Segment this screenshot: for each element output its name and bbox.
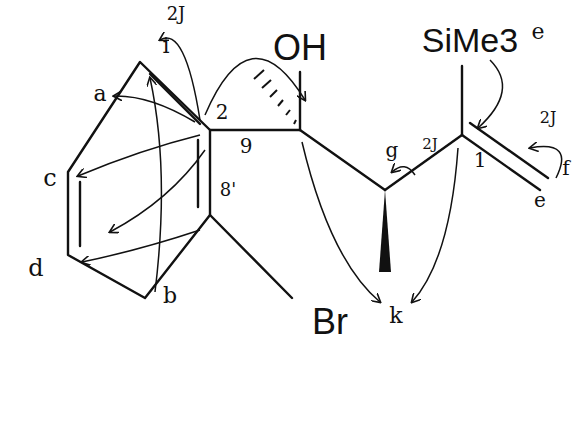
position-label: i: [162, 35, 169, 57]
position-label: 9: [240, 136, 253, 156]
position-label: d: [28, 256, 43, 280]
position-label: b: [163, 285, 177, 307]
position-label: 1: [474, 150, 487, 170]
wedge-bond: [379, 190, 391, 272]
position-label: g: [386, 140, 399, 160]
atom-group-label: OH: [273, 30, 327, 66]
position-label: 2J: [167, 5, 186, 23]
atom-group-label: Br: [312, 304, 348, 340]
correlation-arrows: [78, 38, 562, 302]
position-label: 2: [216, 102, 229, 122]
position-label: 2J: [422, 137, 438, 152]
bond-lines: [68, 62, 548, 298]
position-label: e: [534, 190, 546, 210]
position-label: a: [93, 83, 106, 105]
position-label: c: [43, 166, 56, 190]
position-label: k: [389, 305, 402, 327]
atom-group-label: SiMe3: [422, 23, 518, 57]
position-label: 2J: [540, 110, 557, 126]
position-label: 8': [220, 181, 236, 199]
position-label: f: [562, 158, 569, 178]
position-label: e: [531, 21, 544, 43]
